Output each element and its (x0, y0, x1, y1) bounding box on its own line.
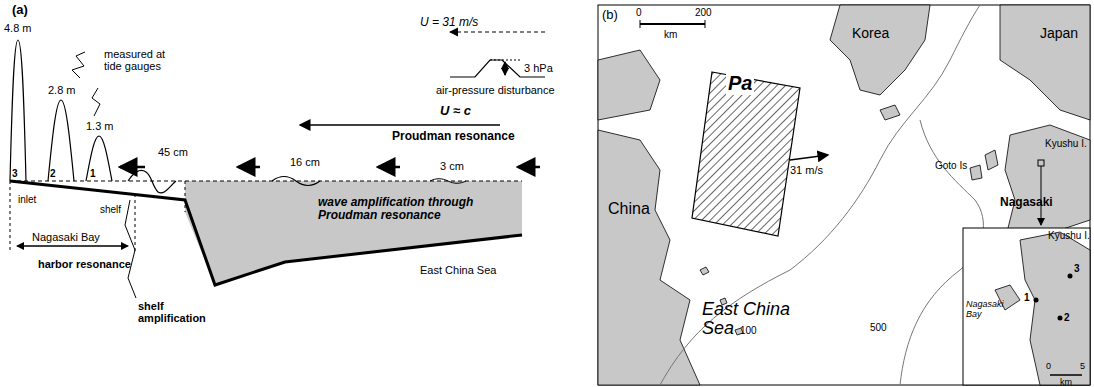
figure-label: harbor resonance (38, 258, 131, 270)
figure-label: Kyushu I. (1045, 138, 1087, 149)
figure-label: 0 (1046, 362, 1051, 372)
figure-label: China (608, 200, 650, 218)
figure-label: 0 (636, 7, 642, 18)
figure-label: inlet (18, 194, 36, 205)
figure-label: 1 (1024, 292, 1030, 303)
figure-label: 1.3 m (86, 120, 114, 132)
figure-label: Japan (1040, 26, 1078, 41)
figure-label: 100 (740, 325, 757, 336)
figure-label: Goto Is (935, 160, 967, 171)
figure-label: (a) (12, 3, 28, 17)
figure-label: 4.8 m (4, 22, 32, 34)
figure-label: 5 (1080, 362, 1085, 372)
figure-label: km (1060, 378, 1072, 387)
pressure-area: Pa (690, 70, 802, 238)
figure-label: U ≈ c (440, 104, 471, 118)
figure-label: Korea (852, 26, 889, 41)
figure-label: 500 (870, 322, 887, 333)
figure-label: air-pressure disturbance (436, 84, 555, 96)
figure-label: 16 cm (290, 156, 320, 168)
hatched-region (690, 70, 802, 238)
figure-label: 3 cm (440, 160, 464, 172)
figure-label: 2 (1064, 312, 1070, 323)
figure-label: 45 cm (158, 146, 188, 158)
figure-label: 3 hPa (524, 62, 553, 74)
figure-label: 2 (50, 168, 56, 179)
area-label: Pa (726, 72, 754, 95)
figure-label: 2.8 m (48, 84, 76, 96)
figure-label: km (664, 29, 677, 40)
figure-label: U = 31 m/s (420, 16, 478, 29)
figure-label: 3 (1074, 263, 1080, 274)
figure-label: shelf amplification (138, 300, 218, 324)
figure-label: measured at tide gauges (104, 48, 174, 72)
figure-label: 200 (695, 7, 712, 18)
figure-label: Proudman resonance (392, 130, 515, 143)
figure-label: Nagasaki (1000, 196, 1053, 209)
figure-label: 31 m/s (790, 164, 823, 176)
figure-label: 1 (90, 168, 96, 179)
figure-label: Nagasaki Bay (32, 231, 100, 243)
figure-label: shelf (100, 204, 121, 215)
figure-label: Nagasaki Bay (966, 300, 1016, 320)
figure-label: Kyushu I. (1048, 230, 1090, 241)
figure-label: wave amplification through Proudman reso… (318, 196, 478, 222)
figure-label: East China Sea (420, 264, 496, 276)
figure-label: (b) (602, 8, 618, 22)
figure-label: 3 (12, 168, 18, 179)
